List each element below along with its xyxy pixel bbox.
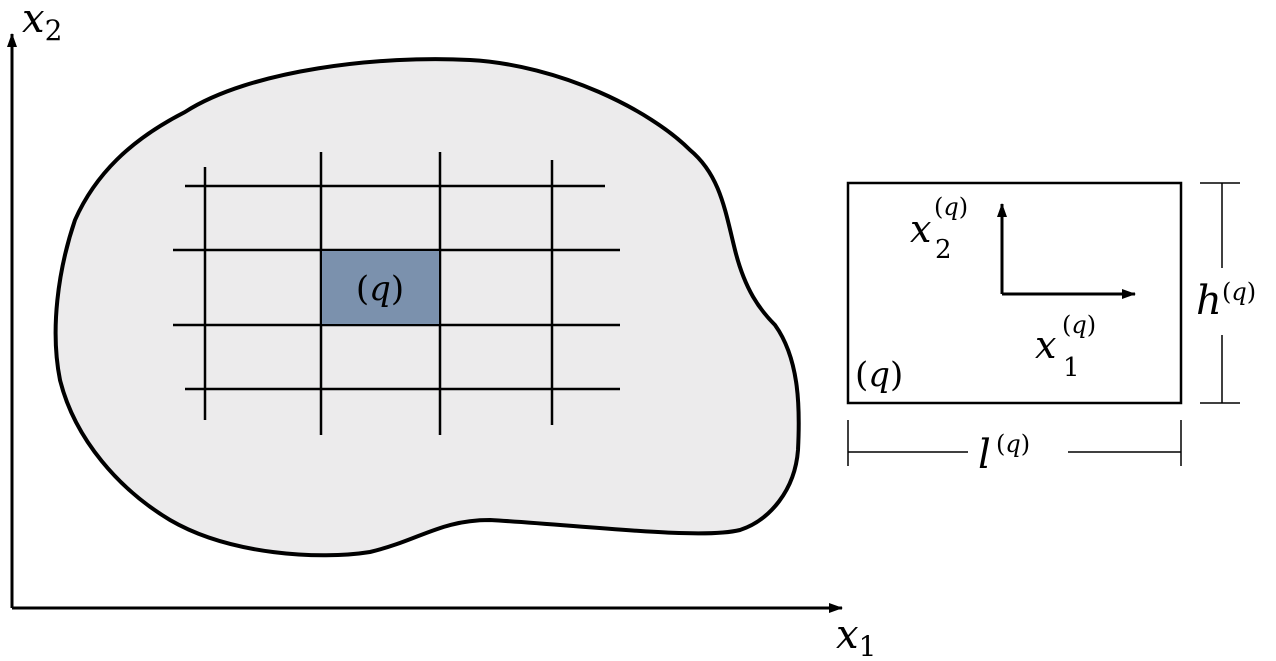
width-sup-symbol: q [1005,430,1020,458]
width-sup-close: ) [1021,430,1030,458]
local-x2-sup-open: ( [934,193,943,221]
width-symbol: l [978,432,991,478]
height-label: h [1196,278,1222,324]
cell-label-symbol: q [369,269,391,309]
global-x2-index: 2 [45,14,63,47]
subcell-label-close: ) [890,355,903,395]
local-x2-label: x [910,207,931,251]
highlighted-cell-label: (q) [356,269,404,309]
local-axes [997,203,1136,299]
local-x2-superscript: (q) [934,193,968,221]
local-x1-superscript: (q) [1062,311,1096,339]
local-x1-symbol: x [1035,323,1056,367]
cell-label-open: ( [356,269,369,309]
local-x1-sup-symbol: q [1071,311,1086,339]
local-x1-subscript: 1 [1063,353,1080,383]
height-symbol: h [1196,278,1222,324]
local-x1-index: 1 [1063,353,1080,383]
width-dimension [847,420,1182,466]
width-superscript: (q) [996,430,1030,458]
local-x2-sup-symbol: q [943,193,958,221]
global-axes [6,33,843,613]
height-superscript: (q) [1222,278,1256,306]
local-x2-index: 2 [935,235,952,265]
subcell-label-symbol: q [868,355,890,395]
highlighted-subcell [322,251,439,324]
local-x1-sup-open: ( [1062,311,1071,339]
subcell-label: (q) [855,355,903,395]
height-sup-symbol: q [1231,278,1246,306]
global-x2-axis-label: x2 [22,0,62,47]
global-x2-symbol: x [22,0,45,42]
local-x2-subscript: 2 [935,235,952,265]
width-sup-open: ( [996,430,1005,458]
local-x1-label: x [1035,323,1056,367]
cell-label-close: ) [391,269,404,309]
subcell-label-open: ( [855,355,868,395]
width-label: l [978,432,991,478]
height-dimension [1200,182,1240,404]
global-x1-axis-label: x1 [836,612,876,661]
local-x2-sup-close: ) [959,193,968,221]
local-x1-sup-close: ) [1087,311,1096,339]
height-sup-close: ) [1247,278,1256,306]
height-sup-open: ( [1222,278,1231,306]
local-x2-symbol: x [910,207,931,251]
global-x1-symbol: x [836,612,859,658]
global-x1-index: 1 [859,630,877,661]
discretization-grid [173,152,620,435]
